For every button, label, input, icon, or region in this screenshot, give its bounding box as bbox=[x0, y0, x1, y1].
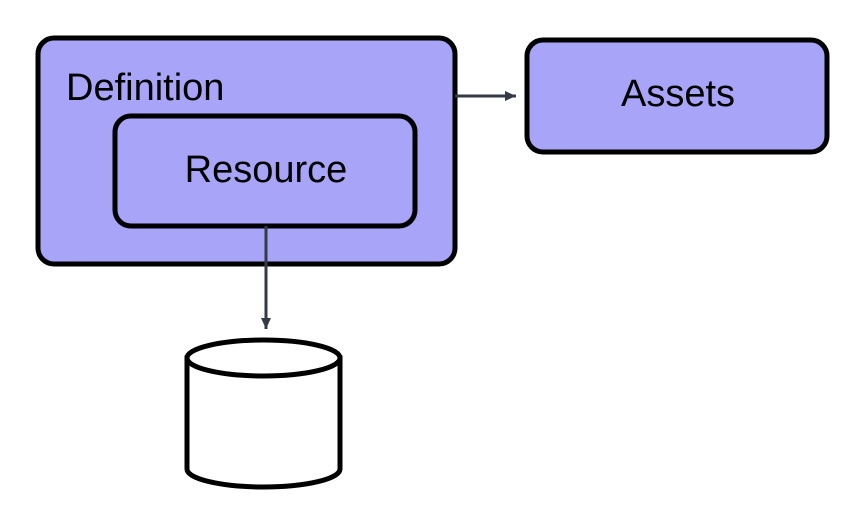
node-resource[interactable]: Resource bbox=[112, 113, 418, 229]
datastore-cylinder-top bbox=[184, 337, 343, 379]
datastore-cylinder-body bbox=[184, 355, 343, 490]
definition-label: Definition bbox=[66, 67, 224, 109]
resource-label: Resource bbox=[185, 149, 348, 191]
node-assets[interactable]: Assets bbox=[524, 37, 830, 155]
node-datastore[interactable] bbox=[184, 337, 343, 490]
assets-label: Assets bbox=[621, 73, 735, 115]
assets-box-shape bbox=[524, 37, 830, 155]
